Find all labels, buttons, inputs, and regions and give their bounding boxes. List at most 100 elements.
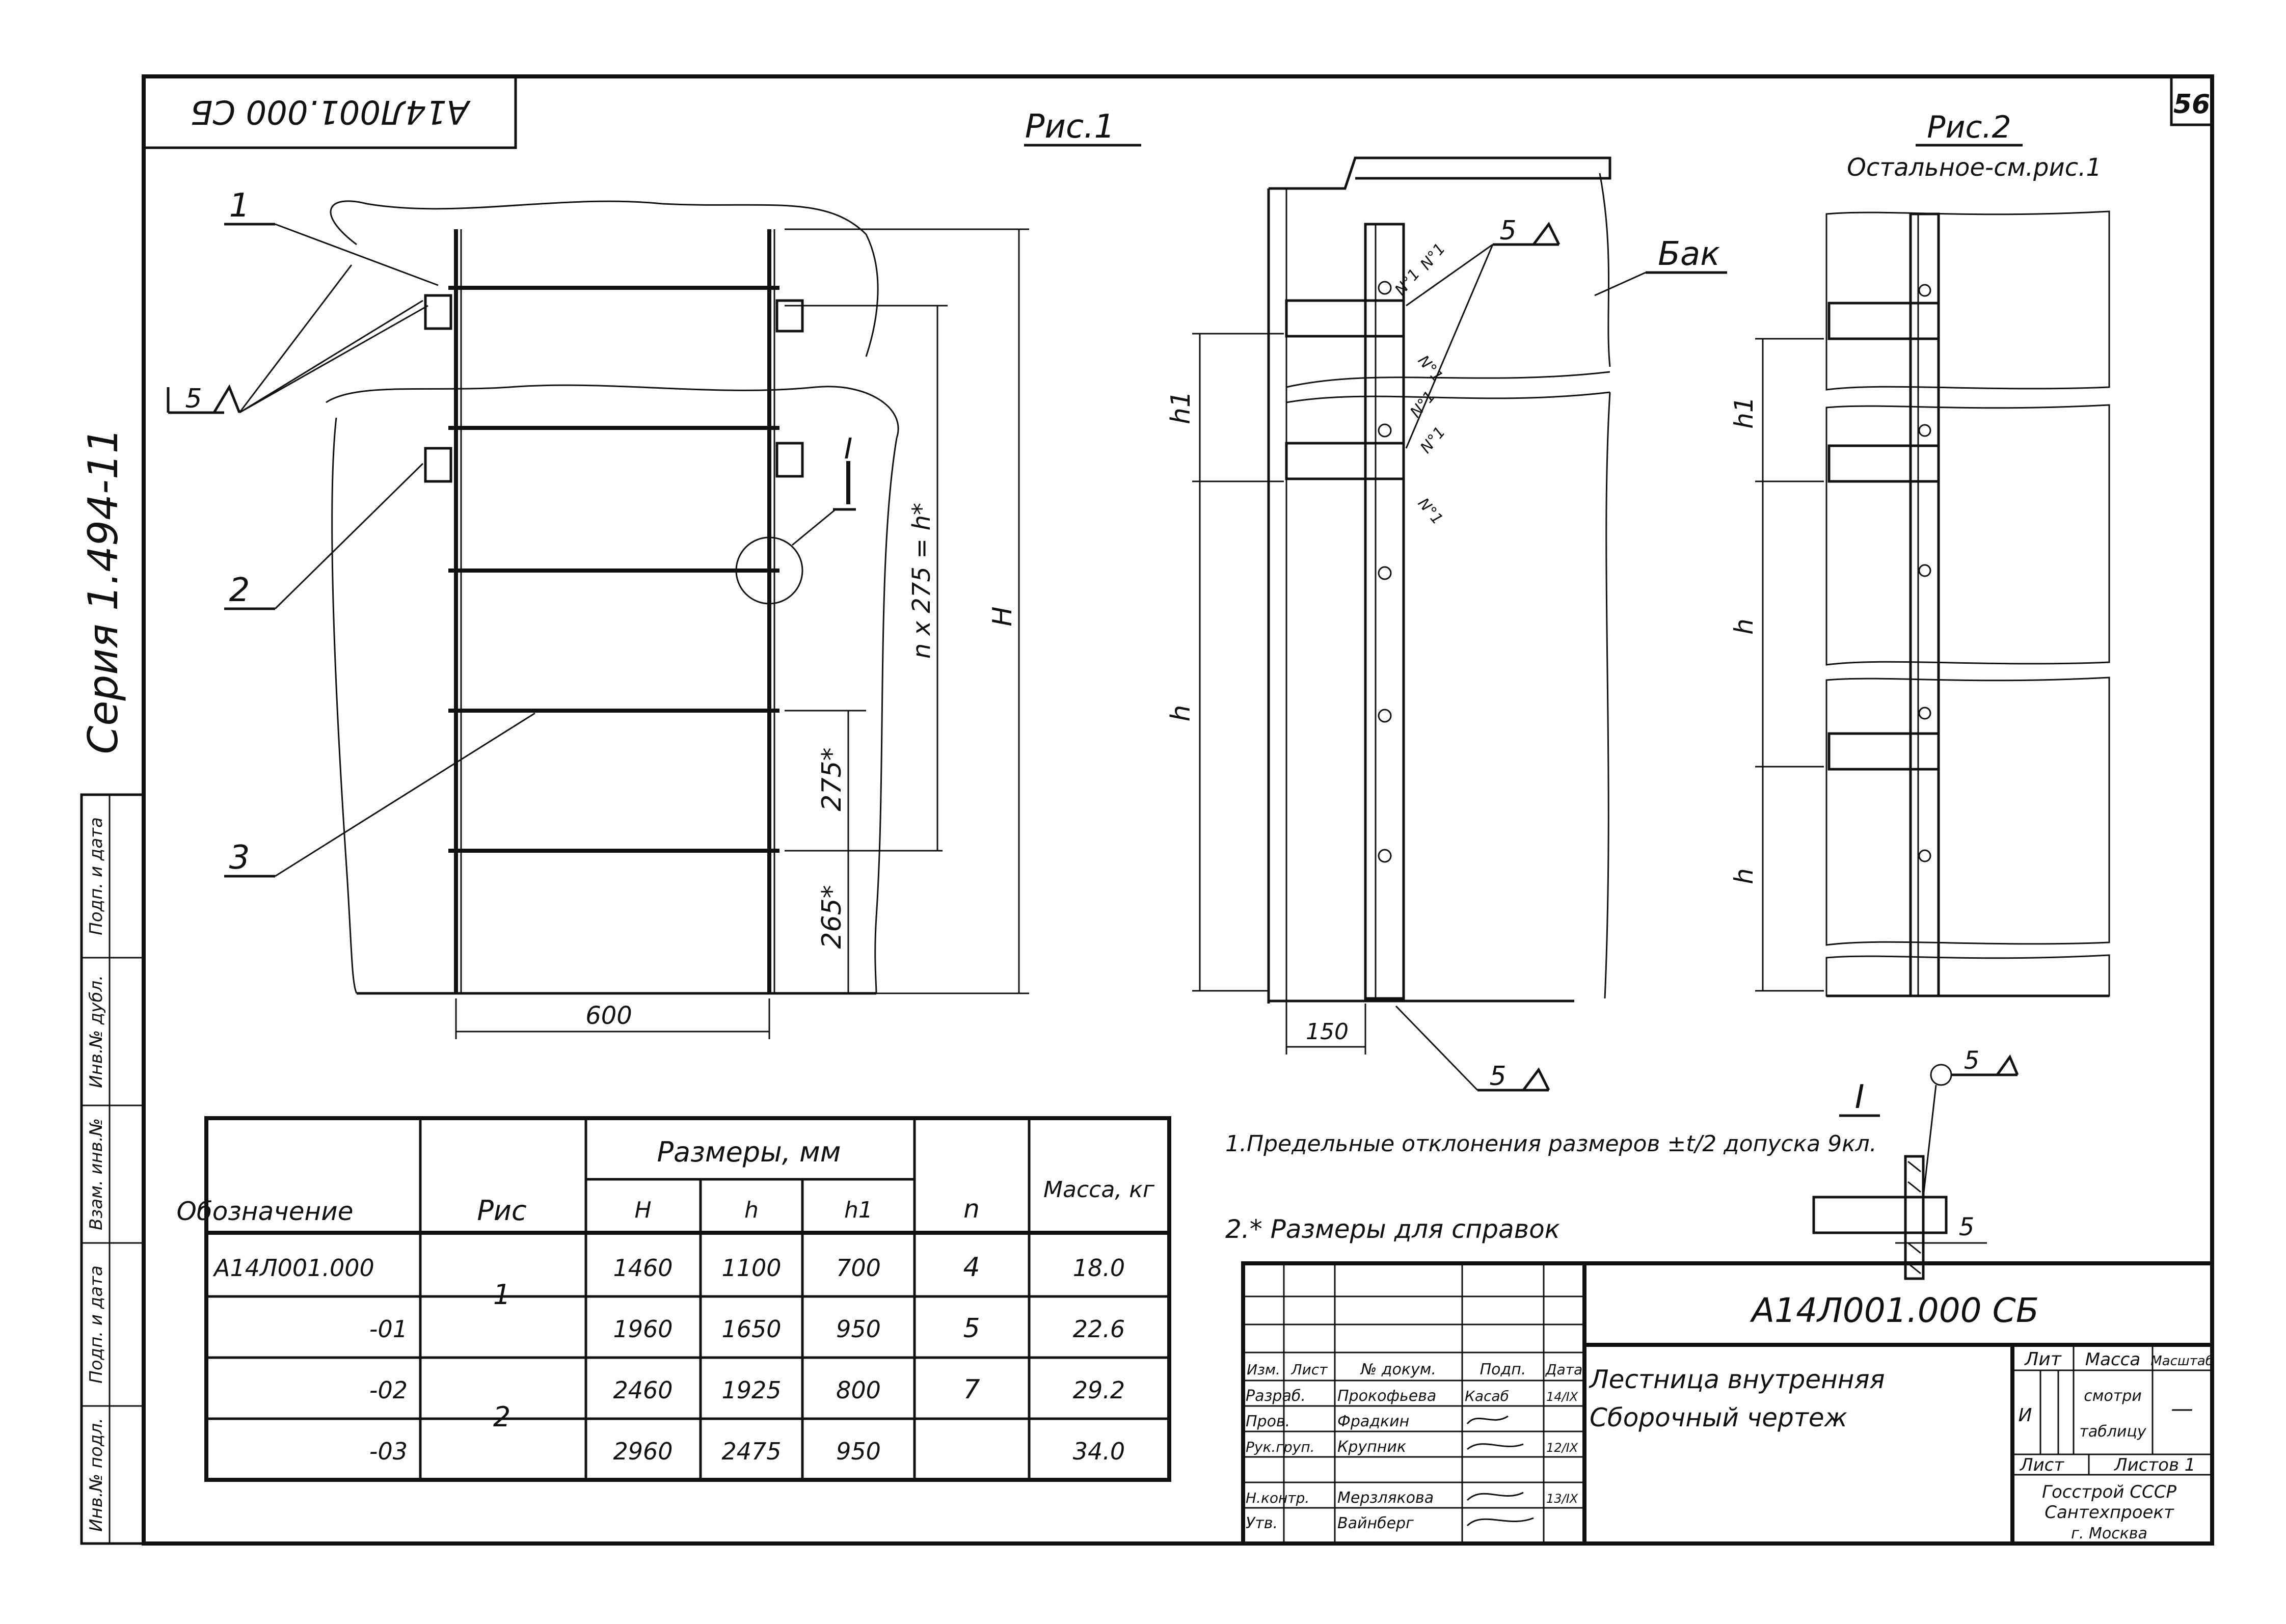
th-H: H	[634, 1197, 651, 1223]
tb-signature-1	[1466, 1415, 1509, 1425]
row2-H: 2460	[613, 1376, 673, 1404]
tb-person-4: Вайнберг	[1337, 1514, 1414, 1532]
fig1-dim-width: 600	[585, 1002, 632, 1030]
tb-mass-value-1: смотри	[2084, 1387, 2142, 1405]
tb-org-2: Сантехпроект	[2045, 1502, 2174, 1523]
sheet-number-box	[2170, 75, 2214, 126]
tb-person-2: Крупник	[1337, 1438, 1406, 1456]
row1-h: 1650	[721, 1315, 781, 1343]
tb-col-date: Дата	[1545, 1361, 1583, 1378]
fig1-callout-3: 3	[229, 839, 250, 877]
row2-mass: 29.2	[1073, 1376, 1125, 1404]
figure-group-1: 1	[493, 1279, 510, 1311]
detail1-weld: 5	[1964, 1046, 1980, 1075]
sheet-number: 56	[2173, 89, 2210, 120]
th-h: h	[744, 1197, 759, 1223]
th-sizes: Размеры, мм	[657, 1136, 841, 1168]
side-stamp-1: Подп. и дата	[86, 817, 106, 935]
row1-mass: 22.6	[1073, 1315, 1125, 1343]
detail-1: I 5 5	[1812, 1046, 2019, 1280]
fig1-dim-bottom: 265*	[817, 885, 847, 949]
tb-sheets-label: Листов 1	[2113, 1455, 2195, 1475]
detail1-dim: 5	[1959, 1213, 1975, 1241]
mid-weld-mark-1: N°1	[1417, 240, 1449, 274]
side-stamp-3: Взам. инв.№	[86, 1118, 106, 1230]
row0-h: 1100	[721, 1254, 781, 1282]
note-2: 2.* Размеры для справок	[1225, 1214, 1560, 1244]
tb-person-1: Фрадкин	[1337, 1413, 1409, 1430]
mid-weld-mark-5: N°1	[1417, 423, 1449, 457]
tb-sheet-label: Лист	[2019, 1455, 2064, 1475]
sizes-table: Обозначение Рис Размеры, мм H h h1 n Мас…	[177, 1116, 1171, 1482]
fig1-dim-step: 275*	[817, 747, 847, 811]
tb-col-izm: Изм.	[1247, 1361, 1280, 1378]
th-mass: Масса, кг	[1043, 1177, 1155, 1203]
mid-tank-label: Бак	[1658, 235, 1720, 273]
tb-name-1: Лестница внутренняя	[1589, 1365, 1885, 1394]
middle-figure: Бак N°1 N°1 N°1 N°1 N°1 N°1 5 h1 h 150 5	[1166, 156, 1727, 1092]
tb-date-2: 12/IX	[1546, 1441, 1578, 1455]
tb-org-1: Госстрой СССР	[2042, 1482, 2176, 1502]
figure-1: Рис.1 I 1 2	[167, 108, 1141, 1039]
row3-mass: 34.0	[1073, 1438, 1125, 1465]
row1-H: 1960	[613, 1315, 673, 1343]
side-stamp-2: Инв.№ дубл.	[86, 975, 106, 1088]
row3-h: 2475	[721, 1438, 781, 1465]
mid-weld-mark-2: N°1	[1391, 265, 1423, 299]
mid-weld-mark-3: N°1	[1414, 352, 1446, 386]
tb-signature-4	[1466, 1517, 1534, 1527]
th-figure: Рис	[477, 1195, 526, 1227]
tb-name-2: Сборочный чертеж	[1590, 1403, 1847, 1432]
tb-person-3: Мерзлякова	[1337, 1489, 1434, 1507]
fig1-dim-total: n x 275 = h*	[907, 503, 936, 659]
figure-2: Рис.2 Остальное-см.рис.1 h1 h h	[1729, 110, 2110, 997]
th-n: n	[963, 1194, 980, 1224]
tb-role-0: Разраб.	[1246, 1387, 1306, 1405]
mid-dim-offset: 150	[1306, 1019, 1349, 1045]
side-stamp-5: Инв.№ подл.	[86, 1418, 106, 1532]
side-stamp-4: Подп. и дата	[86, 1265, 106, 1384]
row1-h1: 950	[836, 1315, 881, 1343]
fig1-title: Рис.1	[1025, 108, 1115, 146]
tb-col-sign: Подп.	[1480, 1361, 1526, 1378]
fig2-dim-h-b: h	[1729, 868, 1759, 884]
tb-person-0: Прокофьева	[1337, 1387, 1436, 1405]
row1-n: 5	[963, 1313, 980, 1344]
row2-h1: 800	[836, 1376, 881, 1404]
row2-n: 7	[963, 1374, 980, 1405]
fig1-callout-2: 2	[229, 572, 250, 609]
tb-mass-label: Масса	[2085, 1349, 2140, 1370]
fig2-title: Рис.2	[1927, 110, 2011, 145]
fig2-dim-h1: h1	[1729, 396, 1759, 429]
row0-mass: 18.0	[1073, 1254, 1125, 1282]
row1-designation: -01	[369, 1315, 408, 1343]
tb-signature-2	[1467, 1443, 1524, 1450]
notes: 1.Предельные отклонения размеров ±t/2 до…	[1225, 1131, 1877, 1244]
row0-h1: 700	[836, 1254, 881, 1282]
row3-H: 2960	[613, 1438, 673, 1465]
tb-role-1: Пров.	[1246, 1413, 1290, 1430]
fig1-weld-symbol: 5	[185, 384, 202, 414]
row3-h1: 950	[836, 1438, 881, 1465]
side-stamp: Подп. и дата Инв.№ дубл. Взам. инв.№ Под…	[80, 793, 145, 1545]
th-h1: h1	[844, 1197, 873, 1223]
mid-weld-top: 5	[1499, 215, 1516, 246]
fig1-callout-1: 1	[229, 187, 250, 225]
tb-role-4: Утв.	[1246, 1514, 1278, 1532]
mid-weld-mark-4: N°1	[1407, 388, 1439, 421]
th-designation: Обозначение	[177, 1197, 354, 1226]
rotated-code: А14Л001.000 СБ	[191, 93, 471, 130]
tb-org-3: г. Москва	[2071, 1525, 2147, 1542]
tb-sign-0: Касаб	[1465, 1388, 1509, 1404]
fig2-dim-h-a: h	[1729, 618, 1759, 635]
row0-n: 4	[963, 1252, 980, 1283]
note-1: 1.Предельные отклонения размеров ±t/2 до…	[1225, 1131, 1877, 1157]
rotated-code-box	[142, 75, 517, 149]
tb-col-doc: № докум.	[1360, 1361, 1436, 1378]
row2-designation: -02	[369, 1376, 408, 1404]
tb-date-3: 13/IX	[1546, 1492, 1578, 1506]
mid-dim-h1: h1	[1166, 391, 1196, 424]
tb-scale-label: Масштаб	[2150, 1354, 2214, 1369]
series-label: Серия 1.494-11	[79, 427, 127, 754]
